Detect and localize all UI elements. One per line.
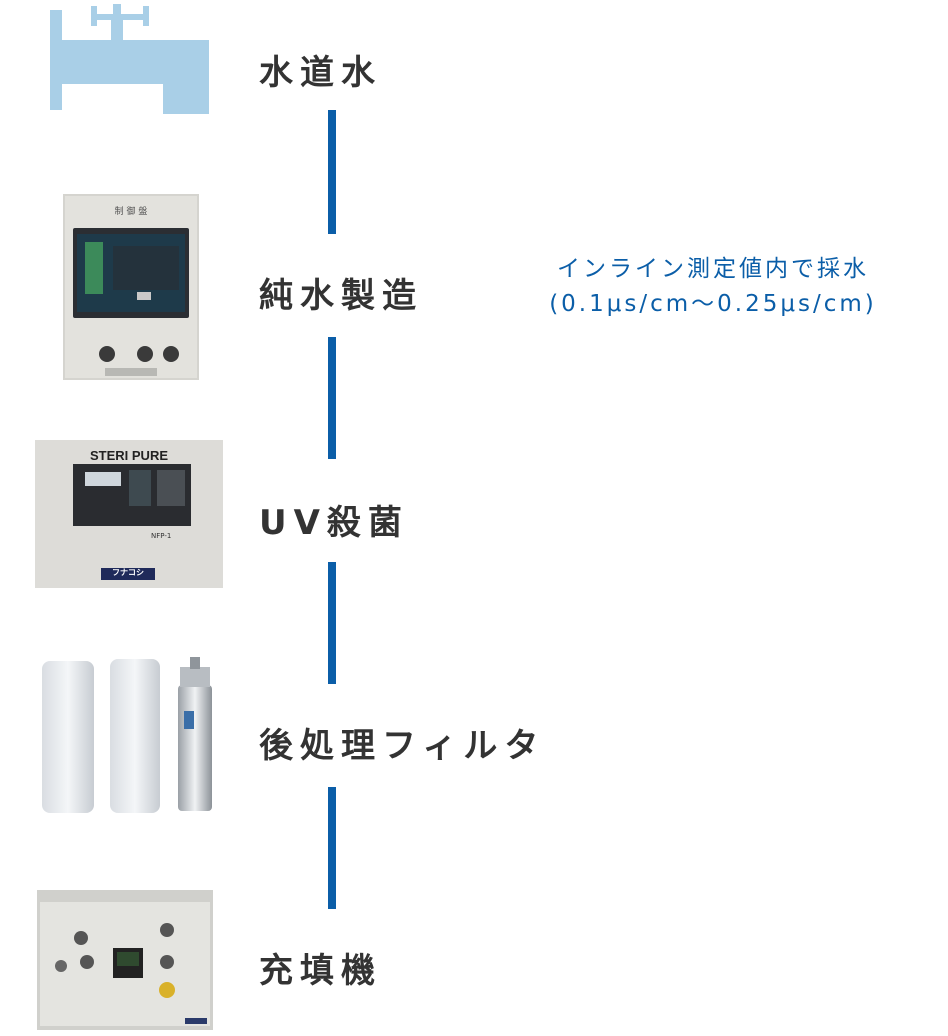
step-label-tap-water: 水道水 (259, 53, 382, 93)
faucet-icon (45, 2, 215, 114)
measurement-note: インライン測定値内で採水 (0.1μs/cm〜0.25μs/cm) (480, 252, 946, 344)
step-label-pure-water: 純水製造 (259, 276, 423, 316)
uv-model-text: NFP-1 (151, 532, 172, 540)
connector-line (328, 337, 336, 459)
uv-brand-text: STERI PURE (89, 448, 168, 463)
note-line-1: インライン測定値内で採水 (557, 256, 869, 282)
step-label-uv: UV殺菌 (259, 503, 409, 543)
connector-line (328, 787, 336, 909)
uv-logo-text: フナコシ (112, 568, 144, 577)
uv-sterilizer-photo: STERI PURE NFP-1 フナコシ (35, 440, 223, 588)
filling-machine-photo (37, 890, 213, 1030)
note-line-2: (0.1μs/cm〜0.25μs/cm) (549, 291, 877, 317)
step-label-filling-machine: 充填機 (259, 951, 382, 991)
panel-title-text: 制 御 盤 (114, 207, 148, 217)
connector-line (328, 562, 336, 684)
connector-line (328, 110, 336, 234)
step-label-post-filter: 後処理フィルタ (259, 726, 546, 766)
control-panel-photo: 制 御 盤 (63, 194, 199, 380)
filter-cartridges-photo (40, 655, 220, 817)
